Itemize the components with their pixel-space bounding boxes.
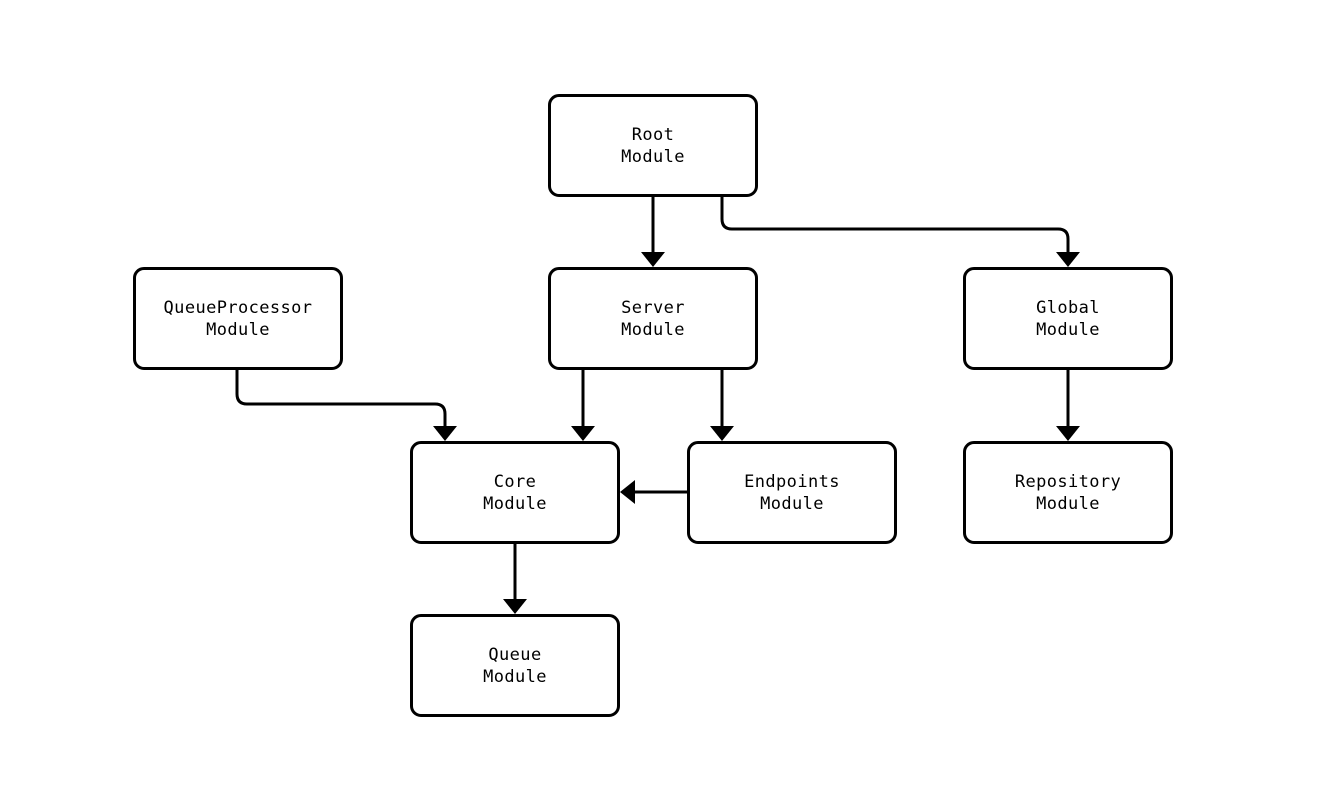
node-label-global-module: Global Module [1036, 297, 1100, 340]
node-server-module[interactable]: Server Module [548, 267, 758, 370]
edge-server-to-core [571, 370, 595, 441]
arrowhead-icon [710, 426, 734, 441]
edge-core-to-queue [503, 544, 527, 614]
node-label-queueprocessor-module: QueueProcessor Module [163, 297, 313, 340]
node-core-module[interactable]: Core Module [410, 441, 620, 544]
node-global-module[interactable]: Global Module [963, 267, 1173, 370]
arrowhead-icon [433, 426, 457, 441]
node-label-queue-module: Queue Module [483, 644, 547, 687]
edge-queueprocessor-to-core [235, 370, 457, 441]
node-repository-module[interactable]: Repository Module [963, 441, 1173, 544]
arrowhead-icon [1056, 426, 1080, 441]
edge-endpoints-to-core [620, 480, 687, 504]
arrowhead-icon [571, 426, 595, 441]
arrowhead-icon [503, 599, 527, 614]
node-root-module[interactable]: Root Module [548, 94, 758, 197]
edge-root-to-global [720, 197, 1080, 267]
edge-server-to-endpoints [710, 370, 734, 441]
edge-global-to-repository [1056, 370, 1080, 441]
node-label-endpoints-module: Endpoints Module [744, 471, 840, 514]
node-endpoints-module[interactable]: Endpoints Module [687, 441, 897, 544]
arrowhead-icon [620, 480, 635, 504]
node-label-core-module: Core Module [483, 471, 547, 514]
node-label-repository-module: Repository Module [1014, 471, 1122, 514]
node-label-root-module: Root Module [621, 124, 685, 167]
node-label-server-module: Server Module [621, 297, 685, 340]
arrowhead-icon [641, 252, 665, 267]
arrowhead-icon [1056, 252, 1080, 267]
edge-root-to-server [641, 197, 665, 267]
node-queue-module[interactable]: Queue Module [410, 614, 620, 717]
edge-line [720, 197, 1070, 252]
edge-line [235, 370, 447, 426]
node-queueprocessor-module[interactable]: QueueProcessor Module [133, 267, 343, 370]
